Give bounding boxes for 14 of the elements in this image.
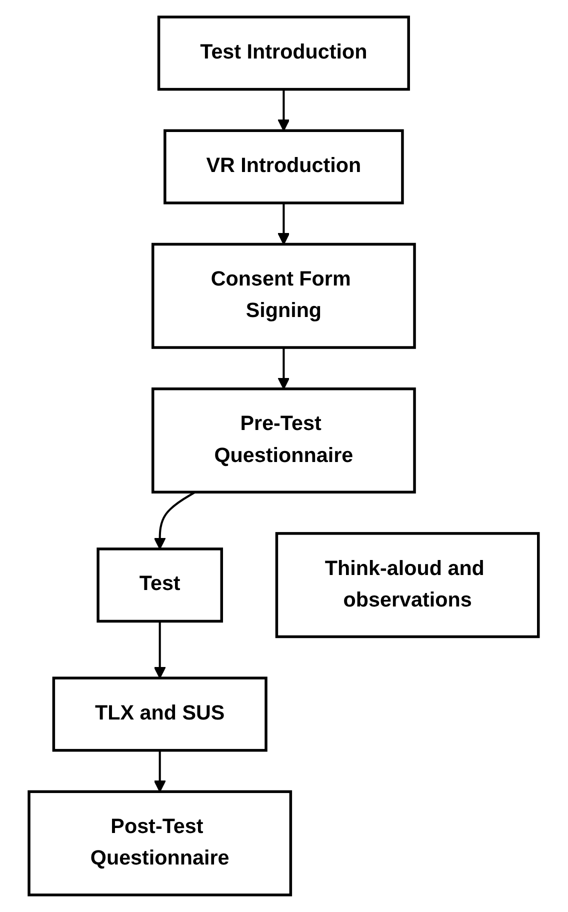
node-box: Post-Test Questionnaire xyxy=(28,790,292,896)
node-box: Think-aloud and observations xyxy=(276,532,540,638)
arrow xyxy=(154,750,166,792)
arrow xyxy=(278,89,290,132)
node-box: Test Introduction xyxy=(158,16,410,91)
arrow xyxy=(278,202,290,245)
node-box: Test xyxy=(96,548,224,623)
node-box: Pre-Test Questionnaire xyxy=(152,387,416,494)
arrow xyxy=(154,491,196,550)
node-box: VR Introduction xyxy=(164,129,404,204)
arrow xyxy=(154,621,166,679)
node-box: TLX and SUS xyxy=(52,676,268,752)
node-box: Consent Form Signing xyxy=(152,242,416,349)
arrow xyxy=(278,348,290,390)
